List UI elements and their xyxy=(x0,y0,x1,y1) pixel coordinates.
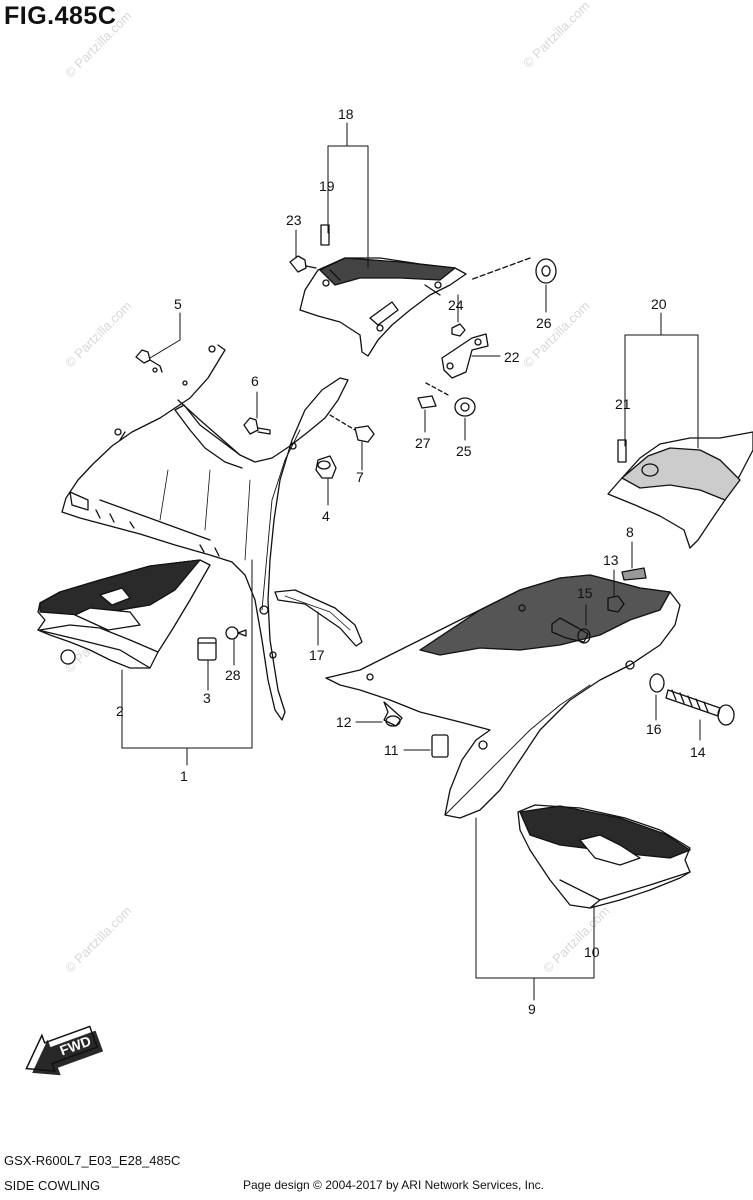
section-name: SIDE COWLING xyxy=(4,1178,101,1193)
part-label-22[interactable]: 22 xyxy=(504,349,520,365)
decal-21-shape xyxy=(617,439,627,463)
part-label-11[interactable]: 11 xyxy=(384,742,399,758)
part-label-3[interactable]: 3 xyxy=(203,690,211,706)
inner-cowling-shape xyxy=(299,257,467,357)
part-label-25[interactable]: 25 xyxy=(456,443,472,459)
clip-3-shape xyxy=(197,637,217,661)
part-label-1[interactable]: 1 xyxy=(180,768,188,784)
grommet-4-shape xyxy=(315,455,337,479)
washer-16-shape xyxy=(649,673,665,693)
screw-5-shape xyxy=(135,349,163,373)
part-label-7[interactable]: 7 xyxy=(356,469,364,485)
clip-11-shape xyxy=(431,734,449,758)
tab-8-shape xyxy=(621,567,647,581)
part-label-18[interactable]: 18 xyxy=(338,106,354,122)
nut-13-shape xyxy=(607,595,625,613)
part-label-4[interactable]: 4 xyxy=(322,508,330,524)
nut-24-shape xyxy=(451,323,466,337)
part-label-28[interactable]: 28 xyxy=(225,667,241,683)
part-label-26[interactable]: 26 xyxy=(536,315,552,331)
part-label-17[interactable]: 17 xyxy=(309,647,325,663)
part-label-12[interactable]: 12 xyxy=(336,714,352,730)
decal-19-shape xyxy=(320,224,330,246)
nut-7-shape xyxy=(329,414,375,443)
part-label-9[interactable]: 9 xyxy=(528,1001,536,1017)
part-label-27[interactable]: 27 xyxy=(415,435,431,451)
lower-cowling-9-shape xyxy=(325,574,681,819)
part-label-2[interactable]: 2 xyxy=(116,703,124,719)
bracket-22-shape xyxy=(441,333,489,379)
clip-27-shape xyxy=(417,395,437,409)
part-label-15[interactable]: 15 xyxy=(577,585,593,601)
bolt-14-shape xyxy=(665,689,735,726)
part-label-6[interactable]: 6 xyxy=(251,373,259,389)
part-label-21[interactable]: 21 xyxy=(615,396,631,412)
screw-28-shape xyxy=(225,626,247,640)
part-label-24[interactable]: 24 xyxy=(448,297,464,313)
screw-23-shape xyxy=(289,255,317,273)
part-label-20[interactable]: 20 xyxy=(651,296,667,312)
forward-arrow-icon: FWD xyxy=(25,1025,104,1076)
part-label-13[interactable]: 13 xyxy=(603,552,619,568)
part-label-10[interactable]: 10 xyxy=(584,944,600,960)
collar-15-shape xyxy=(551,617,591,644)
part-label-14[interactable]: 14 xyxy=(690,744,706,760)
figure-title: FIG.485C xyxy=(4,2,117,30)
screw-6-shape xyxy=(243,417,271,435)
part-label-19[interactable]: 19 xyxy=(319,178,335,194)
side-panel-20-shape xyxy=(607,431,753,549)
model-code: GSX-R600L7_E03_E28_485C xyxy=(4,1153,181,1168)
screw-12-shape xyxy=(383,701,403,727)
side-cowling-front-shape xyxy=(61,344,349,721)
grommet-26-shape xyxy=(469,257,557,284)
strip-17-shape xyxy=(274,589,363,647)
copyright-notice: Page design © 2004-2017 by ARI Network S… xyxy=(243,1178,545,1192)
part-label-5[interactable]: 5 xyxy=(174,296,182,312)
cowling-decal-front-shape xyxy=(37,559,211,669)
part-label-8[interactable]: 8 xyxy=(626,524,634,540)
grommet-25-shape xyxy=(425,382,476,417)
part-label-23[interactable]: 23 xyxy=(286,212,302,228)
part-label-16[interactable]: 16 xyxy=(646,721,662,737)
decal-10-shape xyxy=(517,804,691,909)
